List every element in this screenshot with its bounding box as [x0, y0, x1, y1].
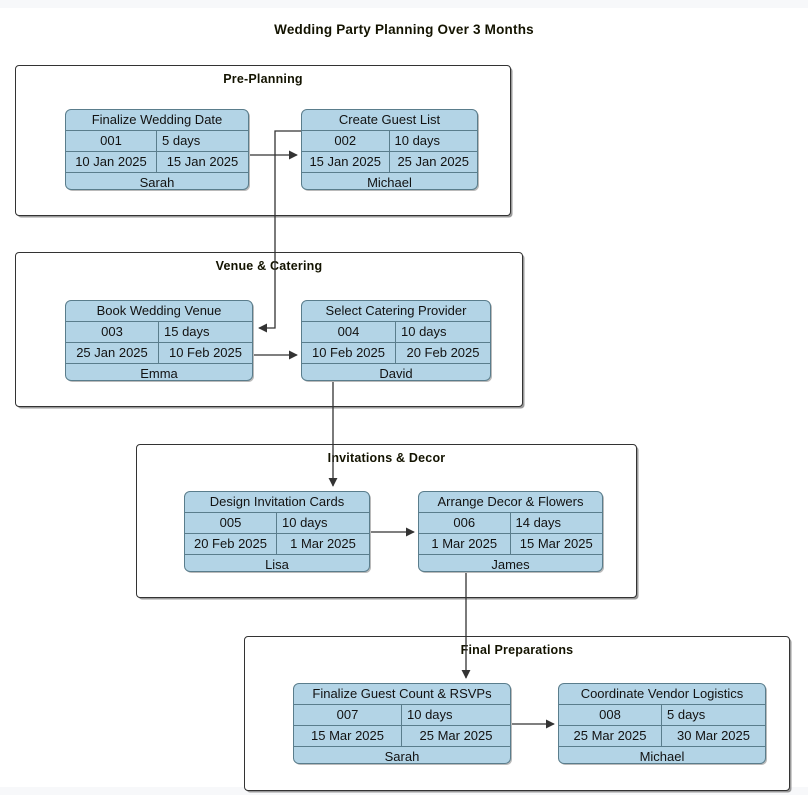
- task-start-date: 20 Feb 2025: [185, 534, 277, 554]
- task-meta-row: 003 15 days: [66, 322, 252, 343]
- diagram-canvas: Wedding Party Planning Over 3 Months Pre…: [0, 8, 808, 791]
- task-node-005[interactable]: Design Invitation Cards 005 10 days 20 F…: [184, 491, 370, 572]
- task-duration: 10 days: [401, 324, 447, 339]
- cluster-title-final-preparations: Final Preparations: [460, 643, 574, 657]
- task-id: 001: [66, 131, 157, 151]
- task-duration: 10 days: [394, 133, 441, 148]
- task-start-date: 15 Mar 2025: [294, 726, 402, 746]
- task-name-row: Design Invitation Cards: [185, 492, 369, 513]
- task-node-004[interactable]: Select Catering Provider 004 10 days 10 …: [301, 300, 491, 381]
- task-id: 005: [185, 513, 277, 533]
- task-owner-row: James: [419, 555, 602, 572]
- task-date-row: 10 Feb 2025 20 Feb 2025: [302, 343, 490, 364]
- task-name-row: Finalize Guest Count & RSVPs: [294, 684, 510, 705]
- task-owner: Sarah: [384, 749, 420, 764]
- cluster-title-invitations-decor: Invitations & Decor: [327, 451, 446, 465]
- task-owner-row: Sarah: [294, 747, 510, 764]
- task-meta-row: 004 10 days: [302, 322, 490, 343]
- task-owner-row: Emma: [66, 364, 252, 381]
- task-node-006[interactable]: Arrange Decor & Flowers 006 14 days 1 Ma…: [418, 491, 603, 572]
- task-meta-row: 001 5 days: [66, 131, 248, 152]
- task-name-row: Finalize Wedding Date: [66, 110, 248, 131]
- task-start-date: 1 Mar 2025: [419, 534, 511, 554]
- task-date-row: 25 Jan 2025 10 Feb 2025: [66, 343, 252, 364]
- task-node-001[interactable]: Finalize Wedding Date 001 5 days 10 Jan …: [65, 109, 249, 190]
- task-name-row: Arrange Decor & Flowers: [419, 492, 602, 513]
- task-owner: Michael: [639, 749, 685, 764]
- task-end-date: 25 Jan 2025: [397, 154, 470, 169]
- task-date-row: 25 Mar 2025 30 Mar 2025: [559, 726, 765, 747]
- task-duration: 10 days: [282, 515, 328, 530]
- task-name: Finalize Guest Count & RSVPs: [312, 686, 492, 701]
- task-owner-row: Michael: [559, 747, 765, 764]
- task-id: 006: [419, 513, 511, 533]
- task-name: Select Catering Provider: [325, 303, 467, 318]
- cluster-title-venue-catering: Venue & Catering: [215, 259, 323, 273]
- task-owner: James: [491, 557, 530, 572]
- task-end-date: 20 Feb 2025: [406, 345, 480, 360]
- task-id: 004: [302, 322, 396, 342]
- task-owner-row: Sarah: [66, 173, 248, 190]
- task-date-row: 15 Jan 2025 25 Jan 2025: [302, 152, 477, 173]
- task-date-row: 1 Mar 2025 15 Mar 2025: [419, 534, 602, 555]
- task-node-002[interactable]: Create Guest List 002 10 days 15 Jan 202…: [301, 109, 478, 190]
- task-owner-row: David: [302, 364, 490, 381]
- task-name: Book Wedding Venue: [96, 303, 222, 318]
- task-owner: Lisa: [265, 557, 289, 572]
- task-end-date: 30 Mar 2025: [677, 728, 750, 743]
- task-date-row: 10 Jan 2025 15 Jan 2025: [66, 152, 248, 173]
- task-id: 003: [66, 322, 159, 342]
- task-name: Arrange Decor & Flowers: [437, 494, 584, 509]
- task-start-date: 25 Jan 2025: [66, 343, 159, 363]
- task-duration: 14 days: [515, 515, 562, 530]
- task-end-date: 25 Mar 2025: [419, 728, 493, 743]
- task-meta-row: 008 5 days: [559, 705, 765, 726]
- task-owner-row: Michael: [302, 173, 477, 190]
- task-duration: 5 days: [667, 707, 706, 722]
- task-name: Create Guest List: [338, 112, 441, 127]
- task-name-row: Coordinate Vendor Logistics: [559, 684, 765, 705]
- task-start-date: 15 Jan 2025: [302, 152, 390, 172]
- task-start-date: 10 Feb 2025: [302, 343, 396, 363]
- task-name: Finalize Wedding Date: [91, 112, 223, 127]
- task-name: Design Invitation Cards: [209, 494, 345, 509]
- task-node-003[interactable]: Book Wedding Venue 003 15 days 25 Jan 20…: [65, 300, 253, 381]
- task-duration: 10 days: [407, 707, 453, 722]
- task-id: 008: [559, 705, 662, 725]
- task-meta-row: 007 10 days: [294, 705, 510, 726]
- task-date-row: 15 Mar 2025 25 Mar 2025: [294, 726, 510, 747]
- task-meta-row: 006 14 days: [419, 513, 602, 534]
- task-name-row: Create Guest List: [302, 110, 477, 131]
- wedding-planning-flowchart: Wedding Party Planning Over 3 Months Pre…: [0, 8, 808, 791]
- task-node-008[interactable]: Coordinate Vendor Logistics 008 5 days 2…: [558, 683, 766, 764]
- task-meta-row: 002 10 days: [302, 131, 477, 152]
- task-id: 007: [294, 705, 402, 725]
- task-name-row: Book Wedding Venue: [66, 301, 252, 322]
- task-duration: 5 days: [162, 133, 201, 148]
- task-owner-row: Lisa: [185, 555, 369, 572]
- cluster-title-pre-planning: Pre-Planning: [223, 72, 303, 86]
- task-duration: 15 days: [164, 324, 210, 339]
- task-node-007[interactable]: Finalize Guest Count & RSVPs 007 10 days…: [293, 683, 511, 764]
- task-end-date: 1 Mar 2025: [290, 536, 356, 551]
- task-date-row: 20 Feb 2025 1 Mar 2025: [185, 534, 369, 555]
- page-title: Wedding Party Planning Over 3 Months: [274, 22, 534, 37]
- task-end-date: 15 Mar 2025: [519, 536, 593, 551]
- task-owner: David: [379, 366, 413, 381]
- task-start-date: 25 Mar 2025: [559, 726, 662, 746]
- task-meta-row: 005 10 days: [185, 513, 369, 534]
- task-start-date: 10 Jan 2025: [66, 152, 157, 172]
- task-owner: Michael: [367, 175, 412, 190]
- task-id: 002: [302, 131, 390, 151]
- task-name-row: Select Catering Provider: [302, 301, 490, 322]
- task-owner: Emma: [140, 366, 178, 381]
- task-end-date: 10 Feb 2025: [168, 345, 242, 360]
- task-owner: Sarah: [139, 175, 175, 190]
- task-name: Coordinate Vendor Logistics: [580, 686, 744, 701]
- task-end-date: 15 Jan 2025: [166, 154, 239, 169]
